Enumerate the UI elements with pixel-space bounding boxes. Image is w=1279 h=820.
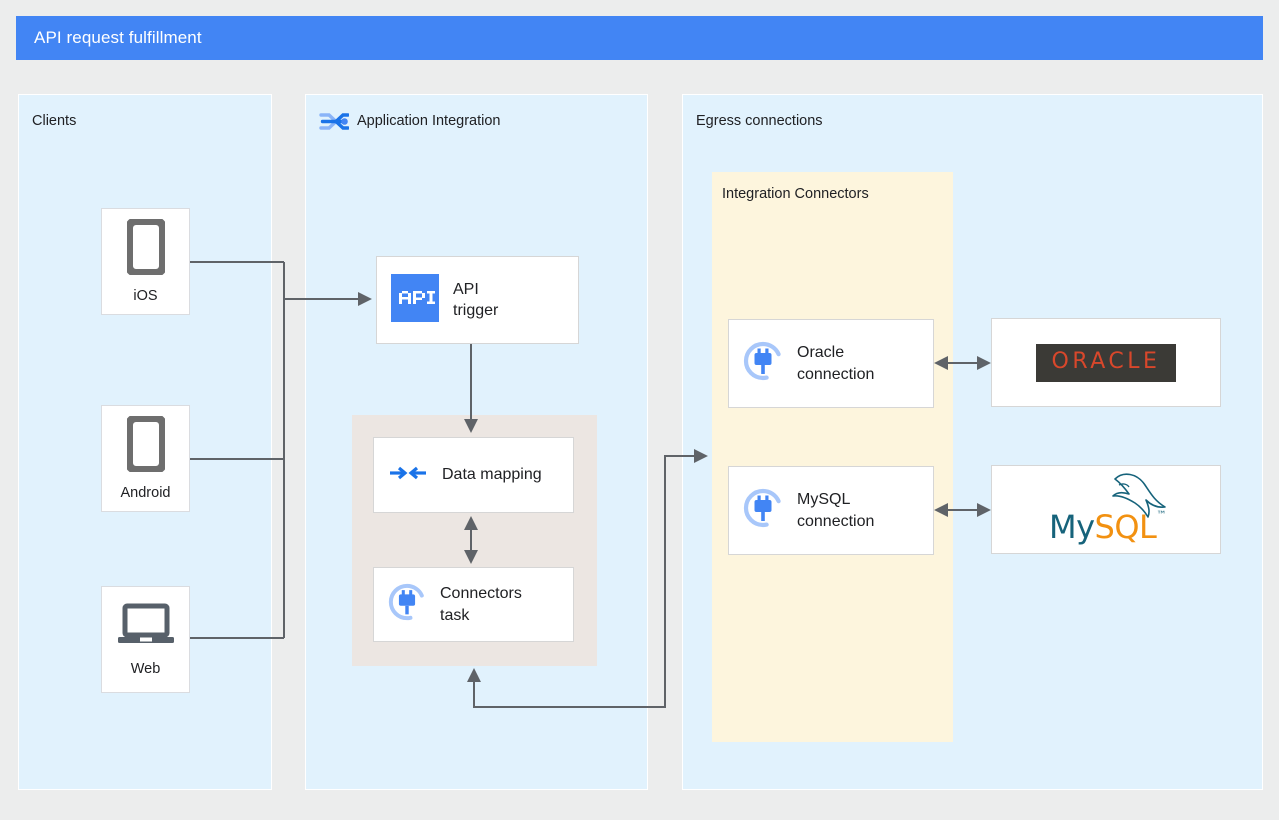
node-label-data-mapping: Data mapping [442,466,542,484]
node-data-mapping[interactable]: Data mapping [373,437,574,513]
oracle-logo: ORACLE [1035,343,1177,382]
phone-icon [124,414,167,477]
connection-label-oracle: Oracle connection [797,344,875,383]
clients-panel-label: Clients [32,113,77,129]
mysql-logo: MySQL™ [1041,471,1171,549]
client-label-web: Web [130,661,161,677]
mysql-logo-tm: ™ [1156,509,1167,521]
oracle-logo-text: ORACLE [1051,348,1161,374]
connectors-plug-icon [743,488,783,533]
connectors-plug-icon [743,341,783,386]
node-connectors-task[interactable]: Connectors task [373,567,574,642]
application-integration-icon [317,106,350,138]
connection-label-mysql: MySQL connection [797,491,875,530]
connectors-plug-icon [388,583,426,626]
client-card-ios[interactable]: iOS [101,208,190,315]
application-integration-panel-label: Application Integration [357,113,501,129]
node-label-connectors-task: Connectors task [440,585,522,624]
data-mapping-icon [388,459,428,492]
backend-card-mysql[interactable]: MySQL™ [991,465,1221,554]
mysql-logo-text: MySQL™ [1049,507,1167,546]
mysql-logo-my: My [1049,507,1095,546]
diagram-title-bar: API request fulfillment [16,16,1263,60]
phone-icon [124,217,167,280]
client-label-ios: iOS [133,288,158,304]
client-card-android[interactable]: Android [101,405,190,512]
node-api-trigger[interactable]: API trigger [376,256,579,344]
connection-card-mysql[interactable]: MySQL connection [728,466,934,555]
client-label-android: Android [120,485,171,501]
page-title: API request fulfillment [34,28,202,47]
api-trigger-icon [391,273,439,327]
mysql-dolphin-icon [1112,472,1166,518]
egress-panel-label: Egress connections [696,113,823,129]
laptop-icon [117,602,174,653]
mysql-logo-sql: SQL [1094,507,1157,546]
integration-connectors-panel [712,172,953,742]
integration-connectors-label: Integration Connectors [722,186,869,202]
backend-card-oracle[interactable]: ORACLE [991,318,1221,407]
connection-card-oracle[interactable]: Oracle connection [728,319,934,408]
node-label-api-trigger: API trigger [453,280,499,319]
client-card-web[interactable]: Web [101,586,190,693]
